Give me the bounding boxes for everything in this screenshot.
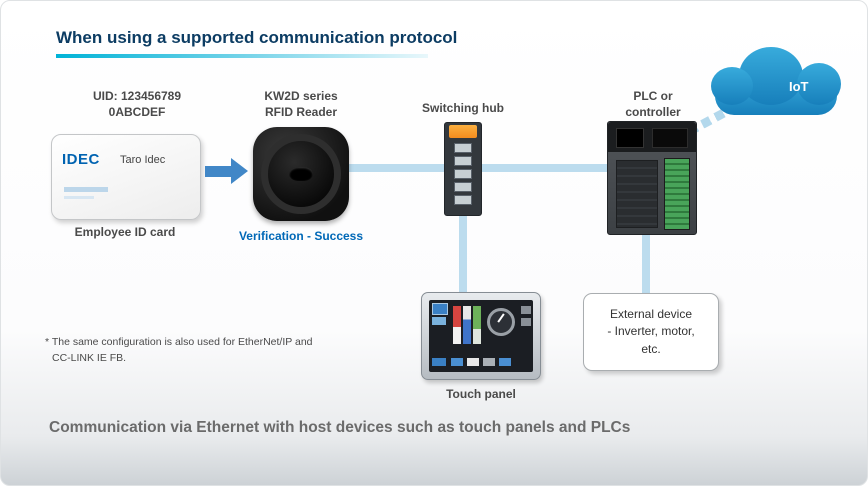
hub-port bbox=[454, 156, 472, 166]
screen-button bbox=[499, 358, 511, 366]
bottom-caption: Communication via Ethernet with host dev… bbox=[49, 419, 631, 436]
verification-status: Verification - Success bbox=[238, 229, 364, 243]
uid-line1: UID: 123456789 bbox=[92, 89, 182, 103]
connector-plc-external bbox=[642, 235, 650, 295]
uid-label: UID: 123456789 0ABCDEF bbox=[59, 89, 215, 120]
card-decoration bbox=[64, 187, 108, 192]
plc-vent-panel bbox=[616, 160, 658, 228]
footnote-line2: CC-LINK IE FB. bbox=[52, 351, 127, 364]
hub-port bbox=[454, 169, 472, 179]
arrow-shaft bbox=[205, 166, 231, 177]
plc-label: PLC or controller bbox=[607, 89, 699, 120]
screen-widget bbox=[432, 303, 448, 315]
plc-slot bbox=[652, 128, 688, 148]
switching-hub-label: Switching hub bbox=[422, 101, 504, 115]
hub-port bbox=[454, 195, 472, 205]
external-device-line1: External device bbox=[609, 306, 693, 321]
switching-hub-device bbox=[444, 122, 482, 216]
hub-top-cap bbox=[449, 125, 477, 138]
screen-button bbox=[432, 358, 446, 366]
cloud-shape bbox=[711, 67, 753, 105]
screen-gauge bbox=[487, 308, 515, 336]
hub-ports bbox=[445, 143, 481, 205]
rfid-reader-label-line2: RFID Reader bbox=[264, 104, 338, 119]
screen-button bbox=[467, 358, 479, 366]
hub-port bbox=[454, 182, 472, 192]
screen-widget bbox=[432, 317, 446, 325]
external-device-box: External device - Inverter, motor, etc. bbox=[583, 293, 719, 371]
external-device-line2: - Inverter, motor, bbox=[607, 324, 695, 339]
footnote-line1: * The same configuration is also used fo… bbox=[45, 336, 313, 348]
iot-cloud: IoT bbox=[705, 41, 847, 123]
plc-label-line2: controller bbox=[625, 104, 681, 119]
touch-panel-caption: Touch panel bbox=[446, 387, 516, 401]
rfid-reader-center bbox=[289, 167, 313, 181]
screen-button bbox=[521, 306, 531, 314]
screen-bar bbox=[463, 306, 471, 344]
external-device-line3: etc. bbox=[641, 341, 661, 356]
idec-logo: IDEC bbox=[62, 151, 100, 168]
rfid-reader-label: KW2D series RFID Reader bbox=[243, 89, 359, 120]
card-decoration bbox=[64, 196, 94, 199]
employee-id-card: IDEC Taro Idec bbox=[51, 134, 201, 220]
title-underline bbox=[56, 54, 428, 58]
iot-cloud-label: IoT bbox=[789, 79, 809, 94]
plc-label-line1: PLC or bbox=[633, 89, 673, 103]
page-title: When using a supported communication pro… bbox=[56, 28, 458, 47]
plc-slot bbox=[616, 128, 644, 148]
arrow-head bbox=[231, 158, 248, 184]
touch-panel-device bbox=[421, 292, 541, 380]
screen-button bbox=[451, 358, 463, 366]
employee-id-card-caption: Employee ID card bbox=[74, 225, 176, 239]
hub-port bbox=[454, 143, 472, 153]
arrow-right-icon bbox=[205, 158, 249, 184]
footnote: * The same configuration is also used fo… bbox=[45, 335, 313, 367]
cloud-shape bbox=[797, 63, 841, 105]
touch-panel-screen bbox=[429, 300, 533, 372]
plc-device bbox=[607, 121, 697, 235]
card-holder-name: Taro Idec bbox=[120, 154, 166, 166]
screen-button bbox=[483, 358, 495, 366]
connector-hub-touchpanel bbox=[459, 216, 467, 294]
screen-bar bbox=[453, 306, 461, 344]
screen-bar bbox=[473, 306, 481, 344]
rfid-reader-device bbox=[253, 127, 349, 221]
rfid-reader-label-line1: KW2D series bbox=[264, 89, 338, 103]
screen-button bbox=[521, 318, 531, 326]
uid-line2: 0ABCDEF bbox=[108, 104, 166, 119]
plc-terminal-block bbox=[664, 158, 690, 230]
